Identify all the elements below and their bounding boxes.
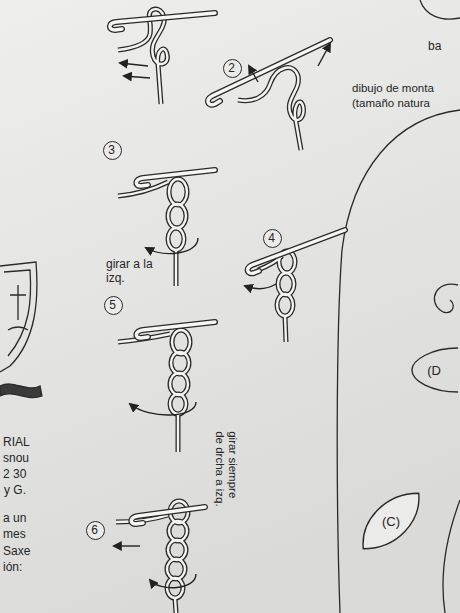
step-number-text: 5	[109, 299, 116, 311]
leaf-letter: (D	[427, 364, 441, 377]
step-number-text: 3	[108, 144, 115, 156]
step-number-text: 4	[268, 232, 275, 244]
step-number: 5	[104, 296, 123, 315]
partial-word: mes	[3, 528, 26, 542]
step-number: 3	[103, 141, 122, 160]
partial-word: a un	[3, 512, 26, 526]
partial-word: ba	[428, 40, 441, 54]
direction-arrow	[114, 44, 330, 588]
leaf-shape: (C)	[358, 488, 424, 554]
instruction-note: girar siempre de drcha a izq.	[213, 431, 239, 511]
partial-word: ión:	[3, 561, 22, 575]
pattern-note: (tamaño natura	[352, 97, 430, 110]
step-number-text: 6	[91, 524, 98, 536]
partial-word: Saxe	[3, 545, 30, 559]
partial-word: RIAL	[3, 436, 30, 450]
instruction-note: girar a la izq.	[106, 258, 162, 286]
step-number: 2	[223, 59, 242, 78]
partial-word: 2 30	[3, 468, 26, 482]
pattern-note: dibujo de monta	[352, 82, 434, 95]
partial-word: y G.	[4, 484, 26, 498]
leaf-letter: (C)	[382, 515, 400, 528]
leaf-shape: (D	[410, 345, 458, 395]
step-number: 4	[263, 229, 282, 248]
partial-word: snou	[3, 452, 29, 466]
step-number-text: 2	[228, 62, 235, 74]
step-number: 6	[86, 521, 105, 540]
